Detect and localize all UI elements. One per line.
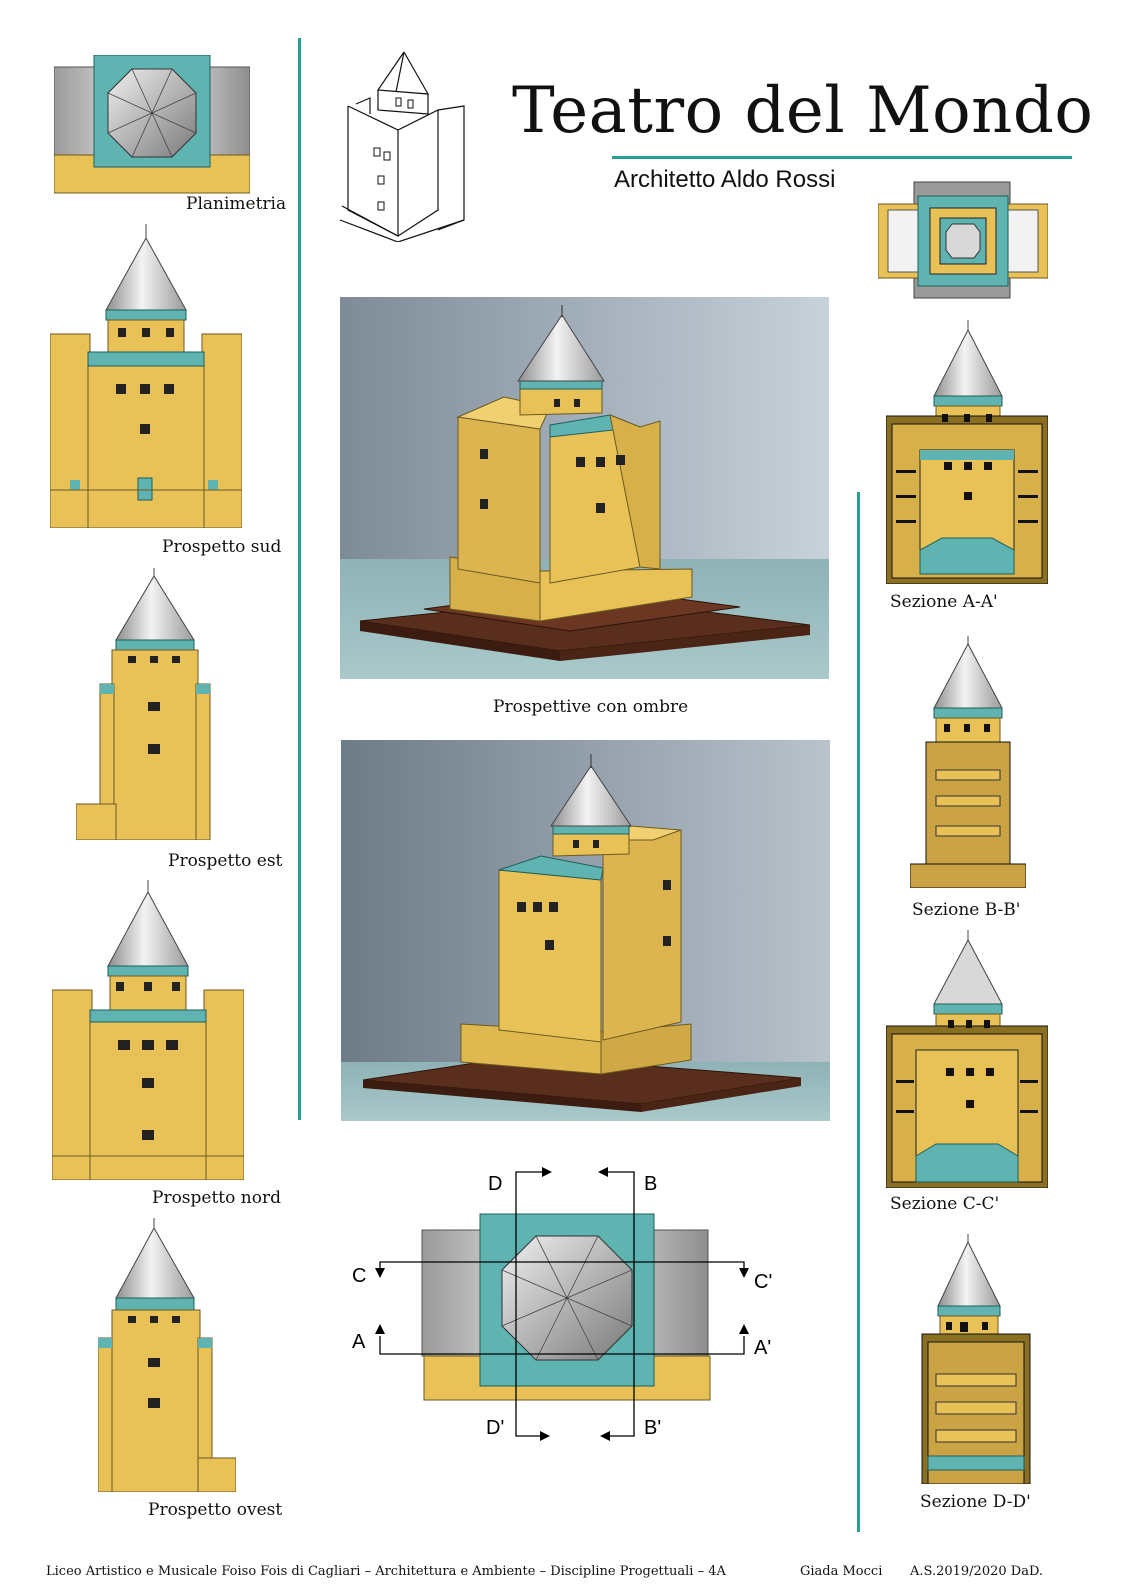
cut-label-c: C <box>352 1265 366 1287</box>
right-divider-line <box>857 492 860 1532</box>
cut-label-b: B <box>644 1173 657 1195</box>
footer-year: A.S.2019/2020 DaD. <box>910 1564 1044 1579</box>
prospetto-ovest-drawing <box>98 1218 236 1492</box>
caption-prospetto-nord: Prospetto nord <box>152 1188 281 1208</box>
perspective-render-1 <box>340 297 829 679</box>
sezione-dd-drawing <box>921 1234 1031 1484</box>
title-underline <box>612 156 1072 159</box>
page-subtitle: Architetto Aldo Rossi <box>614 166 836 193</box>
cut-label-d: D <box>488 1173 502 1195</box>
caption-sezione-bb: Sezione B-B' <box>912 900 1021 920</box>
caption-sezione-cc: Sezione C-C' <box>890 1194 1000 1214</box>
cut-label-d-prime: D' <box>486 1417 504 1439</box>
prospetto-nord-drawing <box>52 880 244 1180</box>
caption-prospetto-ovest: Prospetto ovest <box>148 1500 283 1520</box>
caption-planimetria: Planimetria <box>186 194 287 214</box>
page-title: Teatro del Mondo <box>512 74 1094 148</box>
sezione-bb-drawing <box>910 636 1026 888</box>
cut-label-a-prime: A' <box>754 1337 771 1359</box>
top-plan-small <box>878 181 1048 299</box>
cut-label-b-prime: B' <box>644 1417 661 1439</box>
prospetto-sud-drawing <box>50 224 242 528</box>
caption-sezione-dd: Sezione D-D' <box>920 1492 1031 1512</box>
sezione-aa-drawing <box>886 320 1048 584</box>
section-cut-plan: D B C C' A A' D' B' <box>352 1167 772 1441</box>
prospetto-est-drawing <box>76 568 211 840</box>
left-divider-line <box>298 38 301 1120</box>
sezione-cc-drawing <box>886 930 1048 1188</box>
caption-prospettive: Prospettive con ombre <box>493 697 689 717</box>
cut-label-a: A <box>352 1331 366 1353</box>
planimetria-drawing <box>54 55 250 194</box>
caption-prospetto-sud: Prospetto sud <box>162 537 282 557</box>
caption-prospetto-est: Prospetto est <box>168 851 283 871</box>
footer-author: Giada Mocci <box>800 1564 883 1579</box>
caption-sezione-aa: Sezione A-A' <box>890 592 998 612</box>
tower-sketch <box>339 51 465 242</box>
footer-school: Liceo Artistico e Musicale Foiso Fois di… <box>46 1564 726 1579</box>
cut-label-c-prime: C' <box>754 1271 772 1293</box>
perspective-render-2 <box>341 740 830 1121</box>
